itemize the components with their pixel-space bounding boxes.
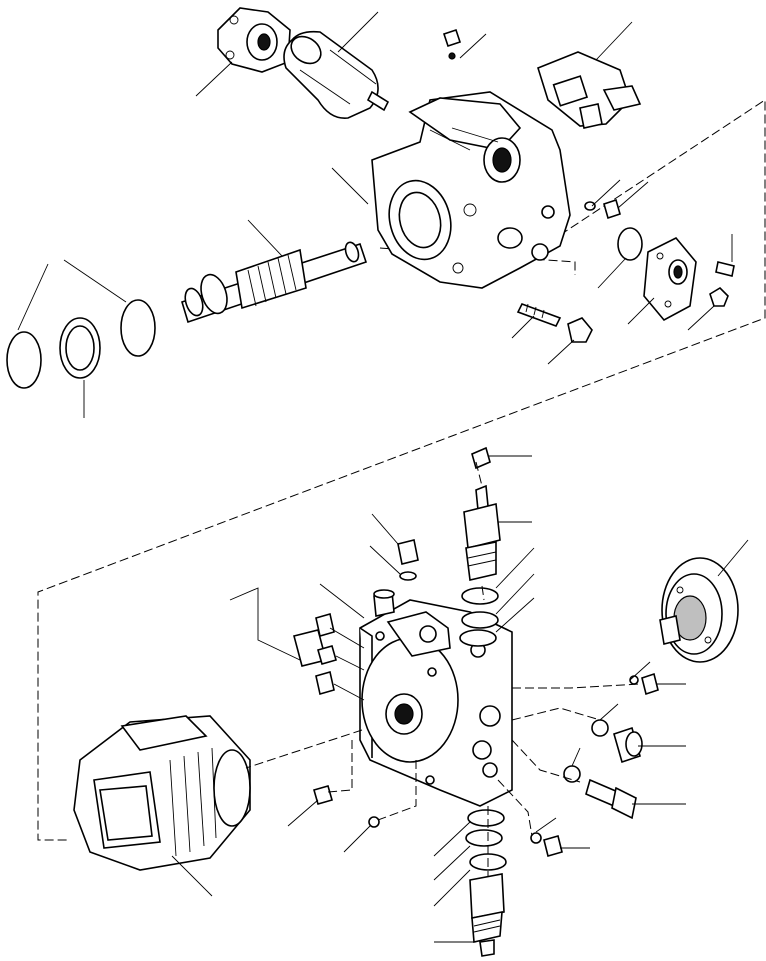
o-ring-stack-upper: [461, 587, 499, 605]
leader-line: [337, 11, 379, 53]
leader-line: [687, 305, 715, 331]
leader-line: [717, 539, 749, 577]
leader-line: [335, 655, 365, 671]
assembly-line: [327, 740, 353, 793]
assembly-line: [377, 760, 417, 821]
drive-shaft: [181, 241, 368, 324]
assembly-line: [511, 707, 601, 721]
washer: [59, 317, 101, 379]
leader-line: [369, 545, 401, 575]
gear-pump: [659, 557, 739, 663]
leader-line: [535, 817, 557, 833]
assembly-line: [512, 683, 641, 689]
plug-bottom: [368, 816, 380, 828]
nut-right: [709, 286, 729, 307]
bracket-leader: [229, 587, 301, 661]
leader-line: [371, 513, 399, 545]
snap-ring-left: [6, 331, 42, 389]
plug-lower-right: [530, 832, 563, 857]
pump-housing: [371, 91, 571, 289]
o-ring-lower-2: [465, 829, 503, 847]
fitting-left-3: [315, 670, 335, 696]
top-fitting: [373, 589, 395, 617]
leader-line: [329, 627, 365, 649]
leader-line: [599, 703, 619, 721]
leader-line: [287, 799, 319, 827]
screw-set-upper: [584, 198, 621, 220]
assembly-line: [475, 461, 483, 487]
leader-line: [63, 259, 127, 303]
leader-line: [495, 573, 535, 615]
nut-center: [567, 317, 593, 343]
small-plug-top: [442, 28, 462, 60]
leader-line: [433, 821, 471, 857]
assembly-line: [481, 585, 485, 601]
leader-line: [433, 845, 471, 881]
o-ring-stack-middle: [461, 611, 499, 629]
relief-valve-lower: [469, 873, 505, 957]
leader-line: [629, 661, 651, 681]
flange-cover: [217, 7, 291, 73]
leader-line: [331, 167, 369, 205]
cylinder-sleeve: [283, 30, 390, 119]
cover-plate: [643, 237, 697, 322]
leader-line: [597, 257, 627, 289]
relief-valve-upper: [463, 446, 501, 581]
o-ring-upper: [617, 227, 643, 261]
leader-line: [495, 597, 535, 633]
assembly-outline-dashed: [37, 99, 766, 841]
o-ring-lower-1: [467, 809, 505, 827]
leader-line: [17, 263, 49, 331]
leader-line: [547, 339, 575, 365]
screw-lower-left: [313, 785, 333, 805]
leader-line: [591, 179, 621, 207]
leader-line: [343, 825, 371, 853]
leader-line: [247, 219, 283, 257]
stud-bolt: [516, 303, 562, 327]
leader-line: [511, 315, 535, 339]
o-ring-right: [591, 719, 609, 737]
leader-line: [171, 855, 213, 897]
o-ring-right-lower: [563, 765, 581, 783]
leader-line: [459, 33, 487, 59]
valve-block: [359, 599, 513, 807]
plug-right-large: [613, 726, 643, 764]
assembly-line: [497, 779, 533, 837]
leader-line: [195, 61, 233, 97]
assembly-line: [511, 739, 581, 783]
o-ring-stack-lower: [459, 629, 497, 647]
assembly-line: [245, 729, 363, 769]
plug-upper: [397, 539, 419, 581]
leader-line: [495, 547, 535, 589]
solenoid-valve: [537, 51, 642, 129]
leader-line: [333, 683, 365, 701]
leader-line: [595, 21, 633, 61]
fitting-left-2: [293, 629, 337, 667]
snap-ring-right: [120, 299, 156, 357]
leader-line: [571, 747, 581, 767]
leader-line: [617, 181, 649, 209]
plug-right-small: [629, 672, 659, 696]
leader-line: [433, 869, 471, 907]
small-bolt: [715, 261, 735, 277]
leader-line: [627, 297, 655, 325]
leader-line: [319, 583, 365, 619]
check-valve-right: [585, 778, 637, 820]
bell-housing: [73, 715, 251, 871]
